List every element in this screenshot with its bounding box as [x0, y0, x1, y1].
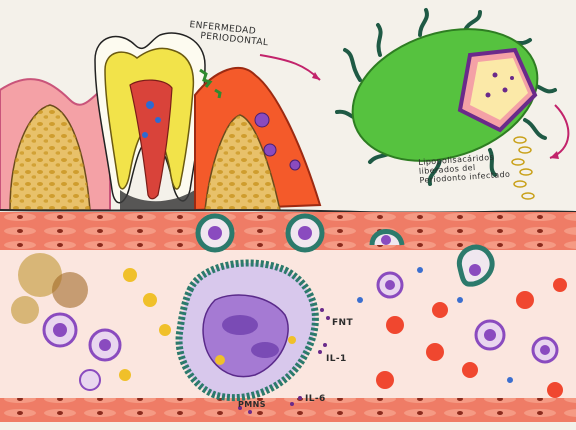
label-pmns: PMNS — [238, 400, 266, 409]
vessel-wall-bottom — [0, 398, 576, 422]
label-il1: IL-1 — [326, 354, 347, 364]
label-fnt: FNT — [332, 318, 353, 328]
gum-tissue-left — [0, 79, 110, 210]
tooth-illustration — [95, 33, 205, 210]
label-il6: IL-6 — [305, 394, 326, 404]
